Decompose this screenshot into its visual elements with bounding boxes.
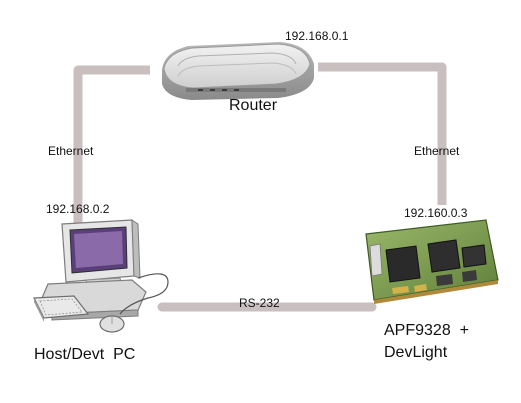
host-label: Host/Devt PC xyxy=(34,346,136,363)
board-ip: 192.160.0.3 xyxy=(404,206,468,220)
router-ip: 192.168.0.1 xyxy=(285,29,349,43)
wire-router-board xyxy=(318,62,447,205)
rs232-label: RS-232 xyxy=(239,296,280,310)
wire-host-router xyxy=(73,65,150,228)
board-label-line1: APF9328 + xyxy=(384,322,469,339)
board-label-line2: DevLight xyxy=(384,344,448,361)
router-label: Router xyxy=(229,97,278,114)
host-ip: 192.168.0.2 xyxy=(46,202,110,216)
host-pc-image xyxy=(33,219,169,333)
board-label: APF9328 + DevLight xyxy=(384,320,469,364)
ethernet-label-right: Ethernet xyxy=(414,144,460,158)
board-image xyxy=(365,219,499,304)
router-image xyxy=(162,42,314,100)
ethernet-label-left: Ethernet xyxy=(48,144,94,158)
